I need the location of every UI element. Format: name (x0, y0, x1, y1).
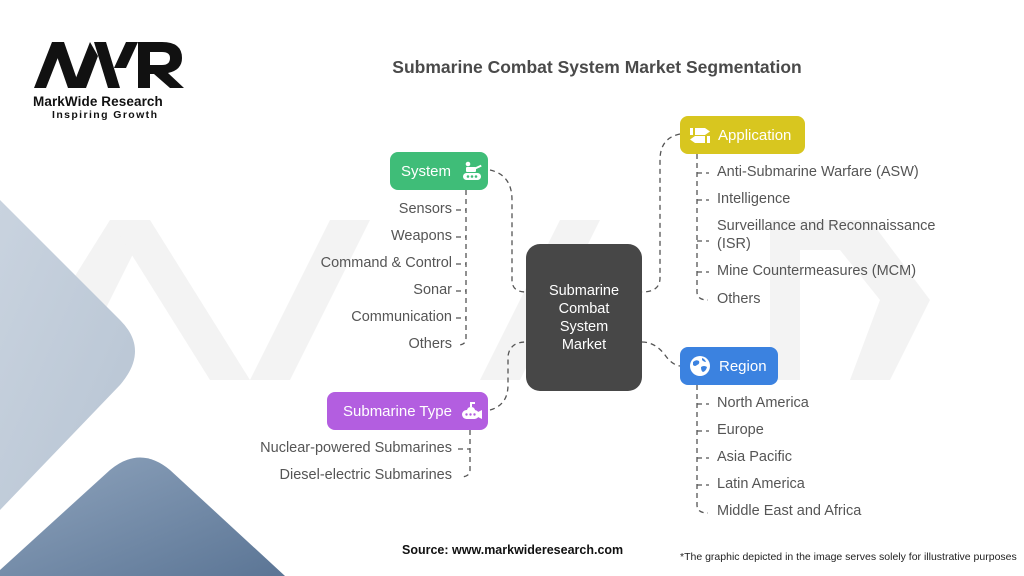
submarine-type-item: Diesel-electric Submarines (279, 467, 452, 483)
tree-system (457, 190, 467, 346)
tank-icon (460, 159, 484, 183)
application-item: Intelligence (717, 191, 791, 207)
link-region-center (641, 341, 681, 367)
application-item: Mine Countermeasures (MCM) (717, 263, 917, 279)
region-item: Europe (717, 422, 764, 438)
system-item: Sonar (413, 282, 452, 298)
region-item: Asia Pacific (717, 449, 792, 465)
link-application-center (641, 133, 681, 293)
globe-icon (688, 354, 712, 378)
region-item: Latin America (717, 476, 805, 492)
link-system-center (489, 169, 527, 293)
bg-shape-light (0, 200, 135, 510)
segment-system[interactable]: System (390, 152, 488, 190)
brand-tagline: Inspiring Growth (52, 109, 159, 121)
system-item: Communication (351, 309, 452, 325)
segment-submarine-type-label: Submarine Type (343, 402, 452, 420)
tree-region (696, 385, 709, 514)
tree-application (696, 154, 709, 301)
application-item: Anti-Submarine Warfare (ASW) (717, 164, 919, 180)
source-credit: Source: www.markwideresearch.com (402, 543, 624, 557)
segment-application[interactable]: Application (680, 116, 805, 154)
segment-region[interactable]: Region (680, 347, 778, 385)
mwr-logo-mark (34, 42, 184, 88)
disclaimer: *The graphic depicted in the image serve… (680, 551, 1017, 563)
tree-subtype (459, 430, 471, 478)
system-item: Others (408, 336, 452, 352)
application-item: Surveillance and Reconnaissance (717, 218, 936, 234)
segment-system-label: System (401, 162, 452, 180)
system-item: Weapons (391, 228, 452, 244)
region-item: Middle East and Africa (717, 503, 862, 519)
link-subtype-center (489, 341, 527, 411)
region-item: North America (717, 395, 809, 411)
bg-shape-dark (0, 457, 285, 576)
application-item: Others (717, 291, 761, 307)
submarine-icon (460, 399, 484, 423)
segment-region-label: Region (719, 357, 767, 375)
segment-submarine-type[interactable]: Submarine Type (327, 392, 488, 430)
page-title: Submarine Combat System Market Segmentat… (392, 57, 802, 77)
center-label: Submarine Combat System Market (548, 282, 620, 353)
segment-application-label: Application (718, 126, 792, 144)
system-item: Command & Control (320, 255, 452, 271)
ammo-icon (688, 123, 712, 147)
logo: MarkWide Research Inspiring Growth (30, 38, 190, 123)
brand-name: MarkWide Research (33, 94, 163, 109)
application-item-cont: (ISR) (717, 236, 751, 252)
system-item: Sensors (398, 201, 452, 217)
center-node: Submarine Combat System Market (526, 244, 642, 391)
submarine-type-item: Nuclear-powered Submarines (260, 440, 452, 456)
